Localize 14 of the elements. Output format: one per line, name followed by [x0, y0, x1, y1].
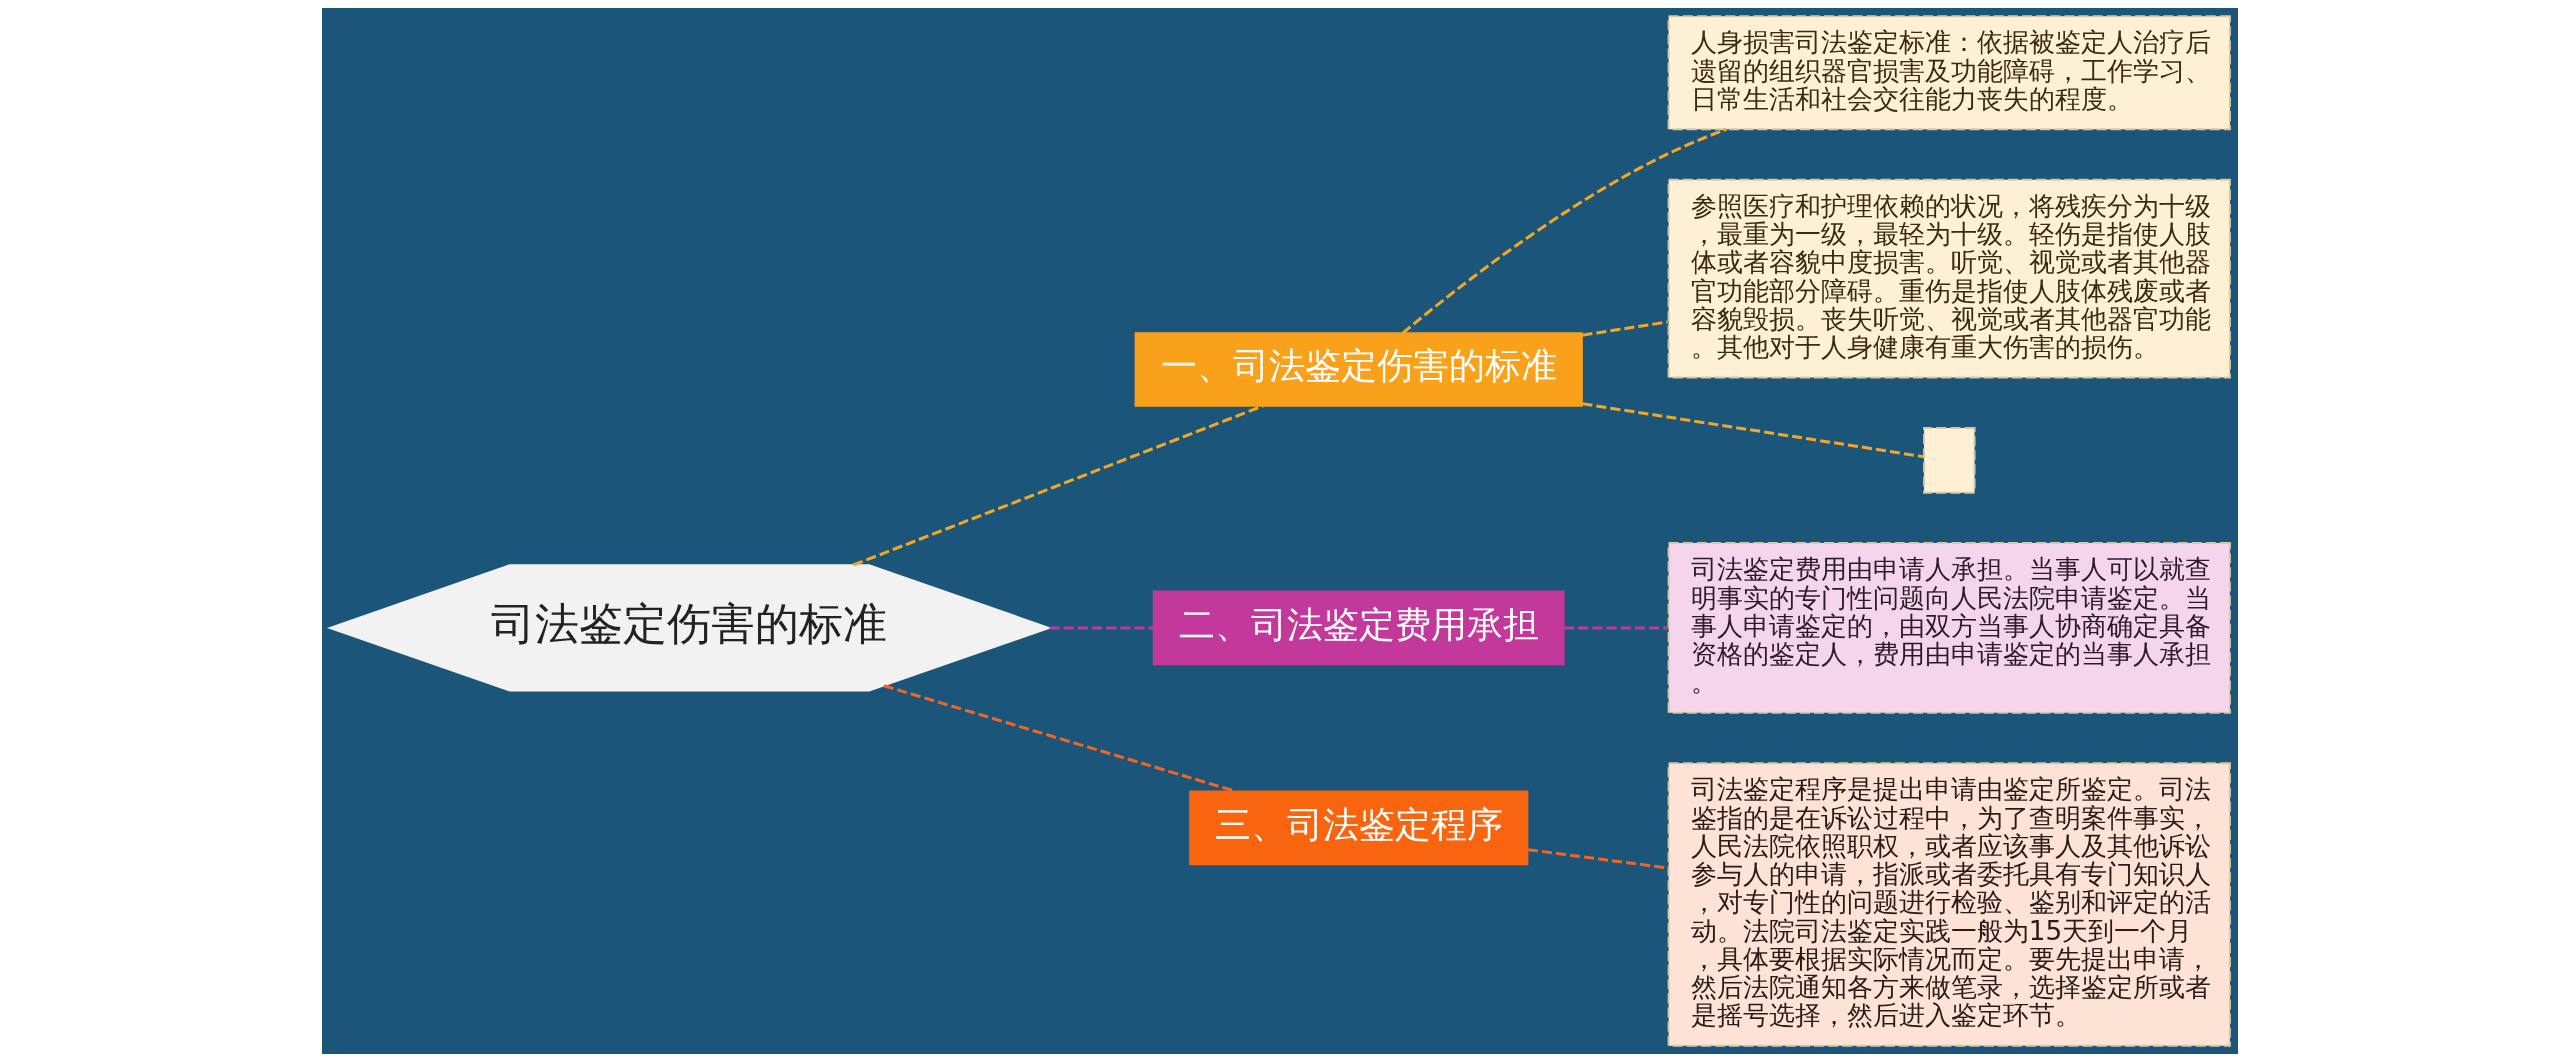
connector [1049, 626, 1154, 630]
connector [1582, 402, 1924, 459]
connector [1564, 626, 1669, 630]
node-box: 二、司法鉴定费用承担 [1152, 590, 1565, 666]
node-box: 人身损害司法鉴定标准：依据被鉴定人治疗后遗留的组织器官损害及功能障碍，工作学习、日常生活和社会交往能力丧失的程度。 [1667, 15, 2231, 131]
node-box [1923, 427, 1976, 494]
node-box: 司法鉴定程序是提出申请由鉴定所鉴定。司法鉴指的是在诉讼过程中，为了查明案件事实，人民法院依照职权，或者应该事人及其他诉讼参与人的申请，指派或者委托具有专门知识人，对专门性的问题进行检验、鉴别和评定的活动。法院司法鉴定实践一般为15天到一个月，具体要根据实际情况而定。要先提出申请，然后法院通知各方来做笔录，选择鉴定所或者是摇号选择，然后进入鉴定环节。 [1667, 762, 2231, 1047]
node-box: 司法鉴定费用由申请人承担。当事人可以就查明事实的专门性问题向人民法院申请鉴定。当事人申请鉴定的，由双方当事人协商确定具备资格的鉴定人，费用由申请鉴定的当事人承担。 [1667, 542, 2231, 714]
connector [1582, 320, 1669, 337]
connector [852, 404, 1264, 567]
node-box: 参照医疗和护理依赖的状况，将残疾分为十级，最重为一级，最轻为十级。轻伤是指使人肢体或者容貌中度损害。听觉、视觉或者其他器官功能部分障碍。重伤是指使人肢体残废或者容貌毁损。丧失听觉、视觉或者其他器官功能。其他对于人身健康有重大伤害的损伤。 [1667, 178, 2231, 379]
node-box: 三、司法鉴定程序 [1189, 790, 1529, 866]
connector [1401, 127, 1727, 335]
node-box: 一、司法鉴定伤害的标准 [1134, 332, 1583, 407]
